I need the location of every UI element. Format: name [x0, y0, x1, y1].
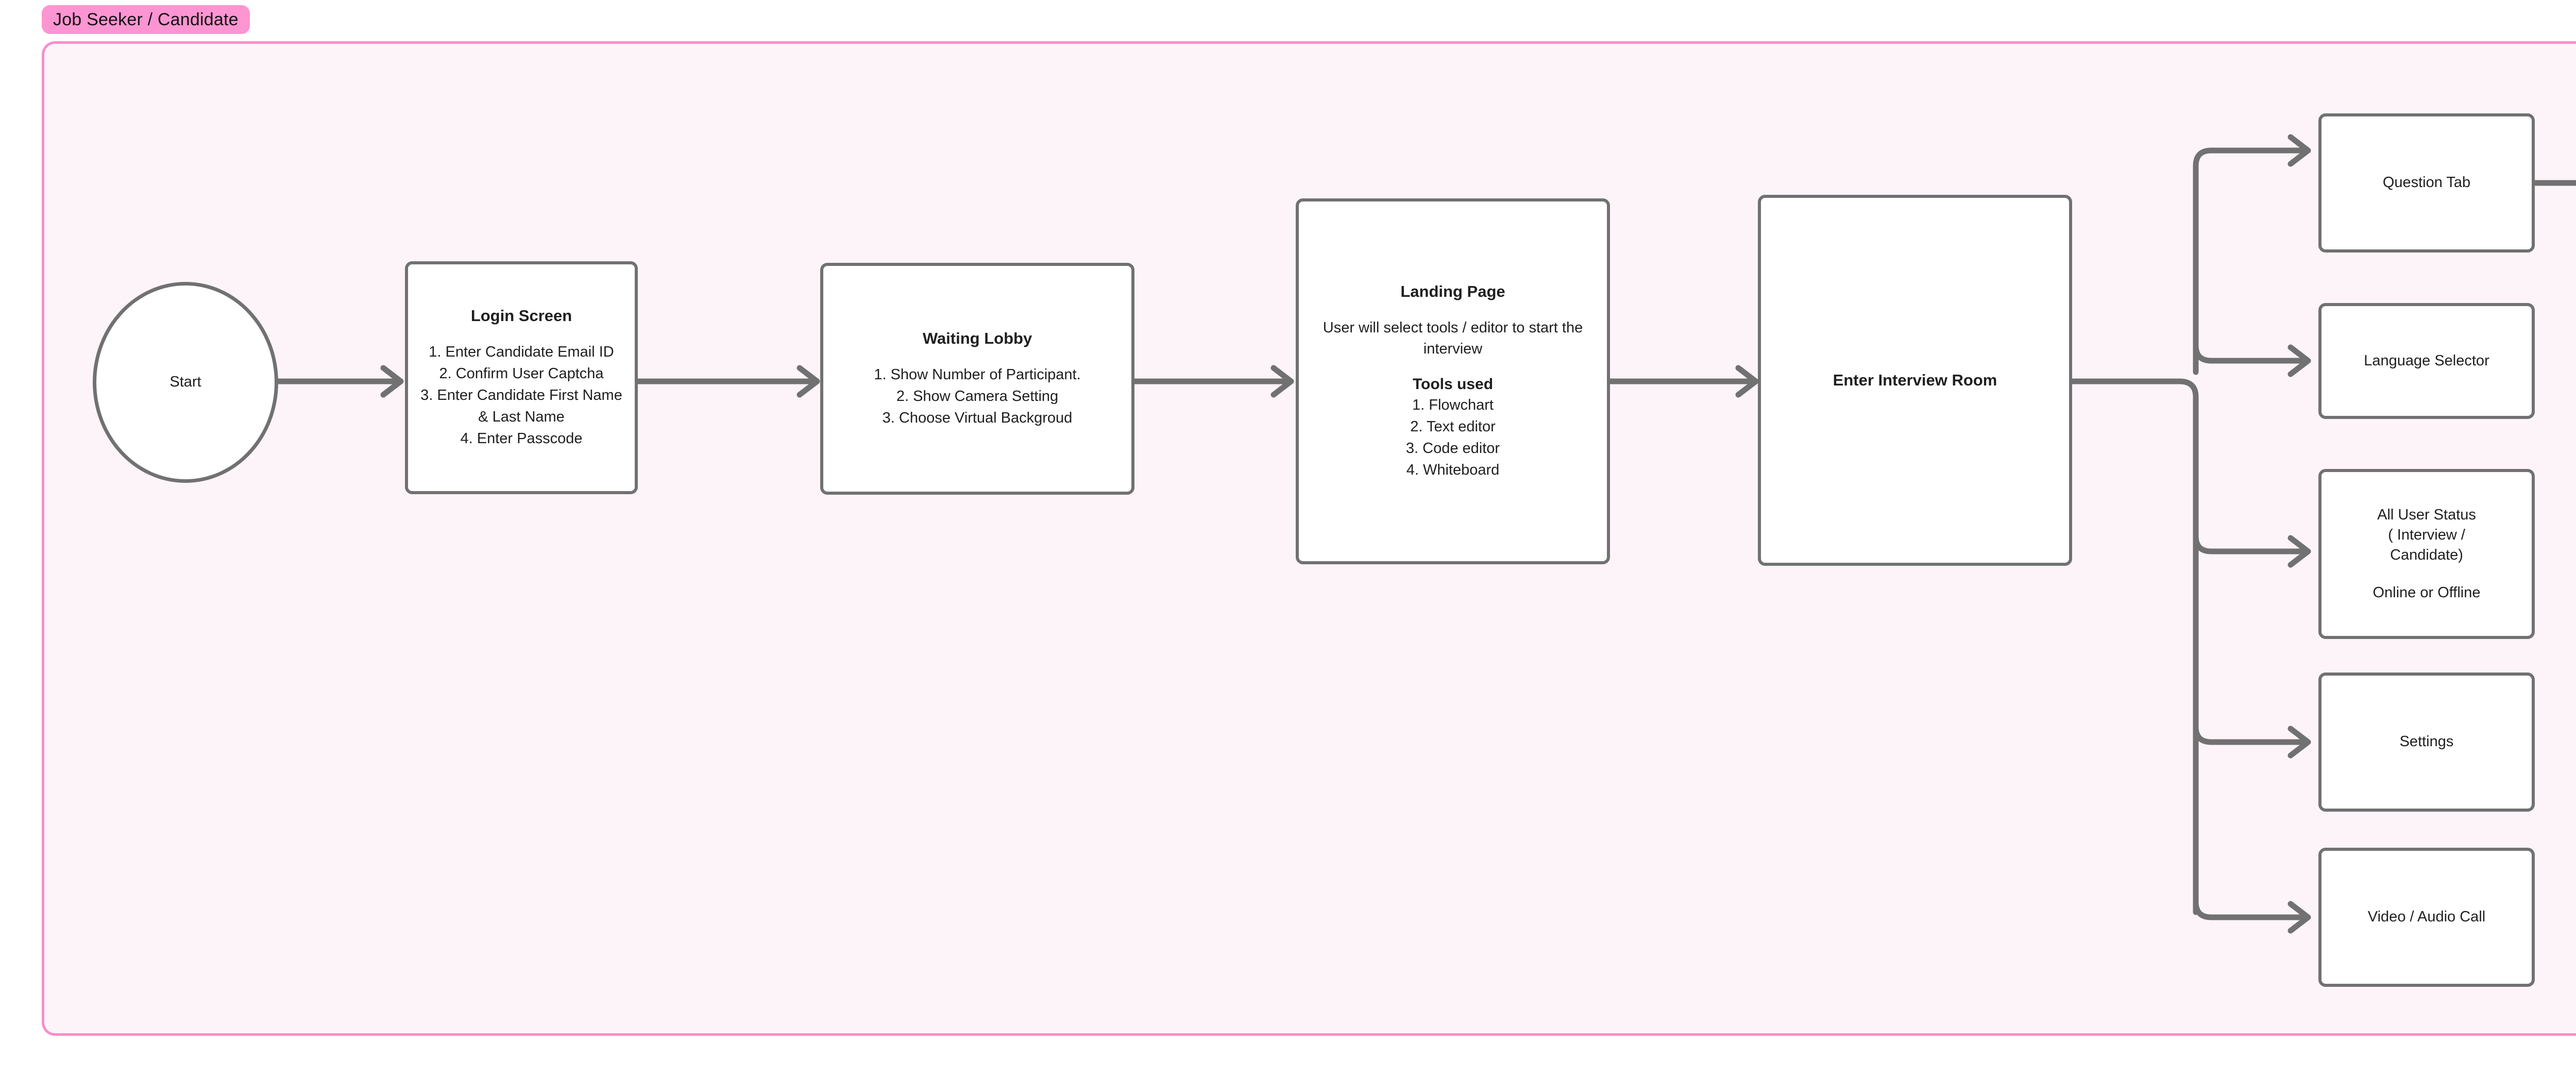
node-all-user-status-line1: All User Status — [2377, 506, 2476, 523]
list-item: 1. Flowchart — [1412, 396, 1494, 413]
node-waiting-lobby-steps: 1. Show Number of Participant. 2. Show C… — [874, 364, 1080, 429]
node-all-user-status-line2: ( Interview / — [2388, 526, 2465, 543]
list-item: 2. Text editor — [1410, 418, 1496, 435]
list-item: 1. Enter Candidate Email ID — [429, 344, 614, 361]
node-language-selector-label: Language Selector — [2364, 352, 2489, 369]
list-item: 4. Whiteboard — [1406, 462, 1500, 479]
node-landing-page-tools: 1. Flowchart 2. Text editor 3. Code edit… — [1406, 394, 1500, 481]
node-enter-interview-room[interactable]: Enter Interview Room — [1758, 195, 2072, 566]
node-start[interactable]: Start — [93, 282, 278, 483]
list-item: 1. Show Number of Participant. — [874, 366, 1081, 383]
node-landing-page-subtitle: Tools used — [1412, 375, 1494, 393]
list-item: 4. Enter Passcode — [460, 430, 583, 447]
list-item: 3. Code editor — [1405, 440, 1500, 457]
node-login-screen-steps: 1. Enter Candidate Email ID 2. Confirm U… — [416, 341, 626, 449]
list-item: 2. Confirm User Captcha — [439, 365, 604, 382]
node-start-label: Start — [170, 374, 201, 391]
node-login-screen-title: Login Screen — [470, 306, 572, 325]
node-all-user-status-line4: Online or Offline — [2372, 584, 2481, 601]
node-settings-label: Settings — [2399, 733, 2454, 750]
node-language-selector[interactable]: Language Selector — [2318, 303, 2535, 419]
list-item: 3. Choose Virtual Backgroud — [882, 410, 1073, 427]
node-waiting-lobby-title: Waiting Lobby — [922, 329, 1032, 347]
node-enter-interview-room-title: Enter Interview Room — [1833, 371, 1997, 389]
node-all-user-status-line3: Candidate) — [2390, 547, 2463, 563]
node-question-tab[interactable]: Question Tab — [2318, 113, 2535, 253]
node-question-tab-label: Question Tab — [2382, 174, 2471, 191]
list-item: 2. Show Camera Setting — [896, 388, 1059, 405]
node-waiting-lobby[interactable]: Waiting Lobby 1. Show Number of Particip… — [820, 263, 1134, 495]
swimlane-badge: Job Seeker / Candidate — [42, 5, 250, 34]
node-video-audio-call-label: Video / Audio Call — [2367, 909, 2486, 926]
node-landing-page-description: User will select tools / editor to start… — [1323, 319, 1583, 357]
node-login-screen[interactable]: Login Screen 1. Enter Candidate Email ID… — [405, 261, 638, 494]
node-settings[interactable]: Settings — [2318, 672, 2535, 812]
node-all-user-status[interactable]: All User Status ( Interview / Candidate)… — [2318, 469, 2535, 639]
node-landing-page-title: Landing Page — [1400, 282, 1505, 300]
node-landing-page[interactable]: Landing Page User will select tools / ed… — [1296, 198, 1610, 564]
node-video-audio-call[interactable]: Video / Audio Call — [2318, 848, 2535, 987]
list-item: 3. Enter Candidate First Name & Last Nam… — [420, 387, 622, 426]
